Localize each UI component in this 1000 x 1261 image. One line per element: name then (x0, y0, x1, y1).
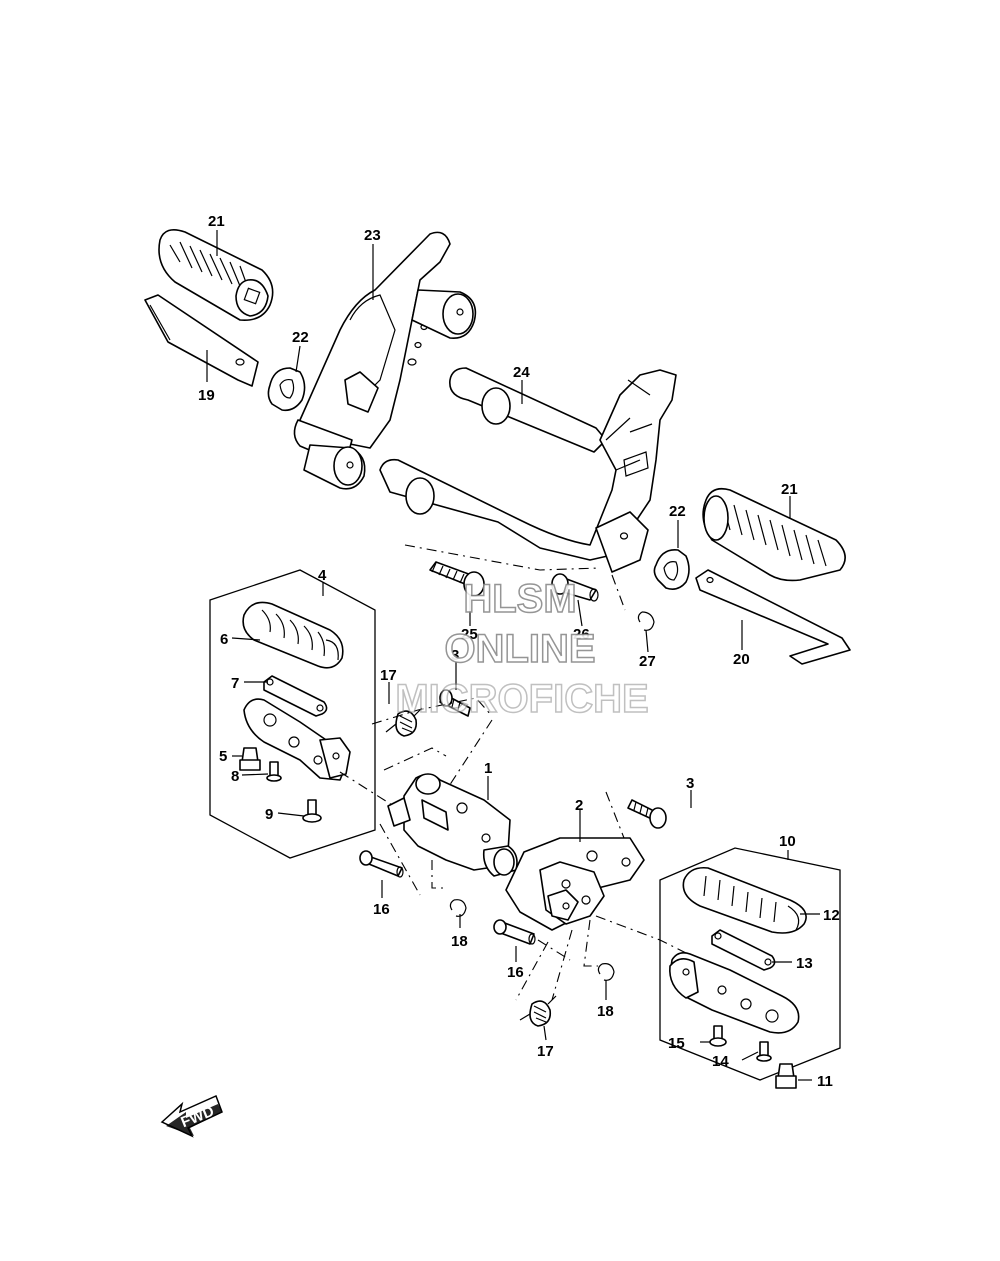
bolt-25[interactable] (429, 561, 485, 597)
callout-18-right[interactable]: 18 (597, 1003, 614, 1020)
callout-2[interactable]: 2 (575, 797, 583, 814)
bolt-3-upper[interactable] (439, 689, 471, 717)
fwd-label: FWD (179, 1103, 217, 1132)
footrest-assembly-left-box (209, 569, 376, 859)
bracket-2[interactable] (505, 837, 645, 931)
footpeg-left[interactable] (243, 698, 351, 781)
leader-lines (206, 230, 820, 1081)
pin-26[interactable] (551, 573, 599, 602)
callout-24[interactable]: 24 (513, 364, 530, 381)
footpeg-right[interactable] (669, 952, 800, 1034)
pin-16-left[interactable] (359, 850, 404, 878)
watermark-line-3: MICROFICHE (395, 677, 648, 721)
callout-21-right[interactable]: 21 (781, 481, 798, 498)
callout-15[interactable]: 15 (668, 1035, 685, 1052)
callout-20[interactable]: 20 (733, 651, 750, 668)
plate-13[interactable] (711, 929, 776, 971)
rubber-6[interactable] (242, 601, 344, 669)
callout-3-upper[interactable]: 3 (451, 647, 459, 664)
screw-9[interactable] (302, 799, 322, 823)
callout-17-upper[interactable]: 17 (380, 667, 397, 684)
damper-right[interactable] (653, 548, 690, 590)
callout-13[interactable]: 13 (796, 955, 813, 972)
callout-3-lower[interactable]: 3 (686, 775, 694, 792)
callout-8[interactable]: 8 (231, 768, 239, 785)
bolt-11[interactable] (775, 1063, 797, 1089)
footrest-plate-left[interactable] (144, 294, 259, 387)
spring-17-lower[interactable] (519, 995, 557, 1027)
callout-26[interactable]: 26 (573, 626, 590, 643)
callout-22-right[interactable]: 22 (669, 503, 686, 520)
bolt-8[interactable] (266, 761, 282, 782)
watermark: HLSM ONLINE MICROFICHE (395, 576, 650, 722)
bolt-5[interactable] (239, 747, 261, 771)
rubber-12[interactable] (682, 866, 807, 934)
callout-6[interactable]: 6 (220, 631, 228, 648)
callout-23[interactable]: 23 (364, 227, 381, 244)
callout-7[interactable]: 7 (231, 675, 239, 692)
callout-10[interactable]: 10 (779, 833, 796, 850)
callout-11[interactable]: 11 (817, 1073, 833, 1090)
footrest-assembly-right-box (659, 847, 841, 1081)
screw-15[interactable] (709, 1025, 727, 1047)
callout-17-lower[interactable]: 17 (537, 1043, 554, 1060)
callout-4[interactable]: 4 (318, 567, 327, 584)
callout-21-left[interactable]: 21 (208, 213, 225, 230)
footrest-bracket-right[interactable] (379, 367, 677, 611)
callout-14[interactable]: 14 (712, 1053, 729, 1070)
footrest-rubber-left[interactable] (158, 229, 274, 322)
bolt-3-lower[interactable] (627, 799, 667, 829)
callout-19[interactable]: 19 (198, 387, 215, 404)
callout-5[interactable]: 5 (219, 748, 227, 765)
watermark-line-2: ONLINE (444, 627, 595, 671)
pin-16-lower[interactable] (493, 919, 536, 945)
clip-18-right[interactable] (597, 963, 615, 981)
clip-18-left[interactable] (449, 899, 467, 917)
callout-18-left[interactable]: 18 (451, 933, 468, 950)
watermark-line-1: HLSM (463, 577, 576, 621)
fwd-arrow-icon: FWD (160, 1094, 223, 1138)
callout-25[interactable]: 25 (461, 626, 478, 643)
callout-27[interactable]: 27 (639, 653, 656, 670)
callout-16-left[interactable]: 16 (373, 901, 390, 918)
spring-17-upper[interactable] (385, 707, 423, 737)
callout-16-lower[interactable]: 16 (507, 964, 524, 981)
footrest-plate-right[interactable] (695, 569, 851, 665)
callout-22-left[interactable]: 22 (292, 329, 309, 346)
callout-12[interactable]: 12 (823, 907, 840, 924)
callout-1[interactable]: 1 (484, 760, 492, 777)
clip-27[interactable] (637, 611, 655, 631)
footrest-bracket-left[interactable] (293, 231, 477, 490)
callout-labels: 21 23 22 19 24 21 22 20 25 26 27 4 6 7 5… (198, 213, 840, 1090)
damper-left[interactable] (267, 367, 306, 412)
bracket-1[interactable] (387, 773, 518, 877)
bolt-14[interactable] (756, 1041, 772, 1062)
callout-9[interactable]: 9 (265, 806, 273, 823)
footrest-rubber-right[interactable] (702, 487, 846, 582)
